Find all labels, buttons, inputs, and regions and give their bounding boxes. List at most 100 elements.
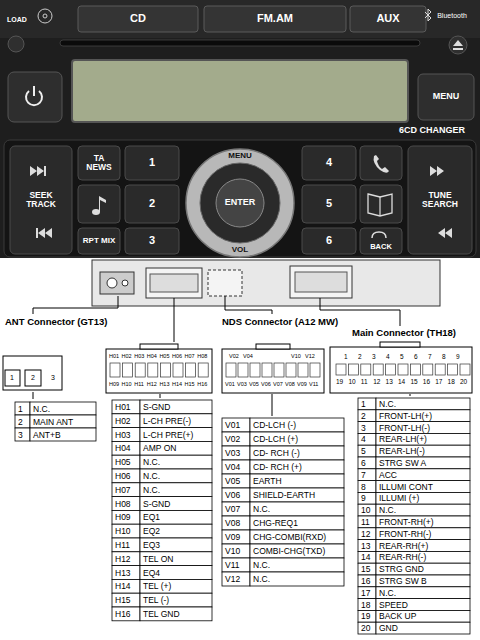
connector-strip	[146, 268, 202, 298]
button-label: 2	[149, 198, 155, 210]
power-button	[8, 72, 62, 122]
table-cell	[112, 483, 140, 497]
button-icon	[30, 166, 46, 176]
pin-number: V02	[229, 354, 239, 360]
table-cell	[376, 398, 470, 410]
eject-button	[449, 36, 467, 54]
power-button	[33, 86, 35, 96]
pin-id: H08	[115, 499, 131, 508]
table-cell	[222, 446, 250, 460]
pin-cell	[373, 364, 383, 375]
table-cell	[250, 460, 344, 474]
pin-signal: CD-LCH (+)	[253, 435, 298, 444]
pin-number: V12	[305, 354, 315, 360]
panel-button	[408, 146, 472, 254]
pin-cell	[198, 363, 208, 377]
table-cell	[140, 469, 212, 483]
pin-id: V07	[225, 505, 240, 514]
volume-knob	[186, 149, 294, 257]
pin-number: H13	[159, 382, 169, 388]
panel-button	[125, 185, 179, 223]
pin-number: H11	[134, 382, 144, 388]
leader-line	[33, 296, 118, 314]
table-cell	[112, 441, 140, 455]
pin-number: 7	[428, 354, 432, 361]
pin-number: H08	[197, 354, 207, 360]
pin-id: H02	[115, 416, 131, 425]
pin-id: H07	[115, 485, 131, 494]
pin-number: 1	[344, 354, 348, 361]
lcd-display	[72, 60, 408, 122]
table-cell	[358, 599, 376, 611]
button-icon	[372, 232, 386, 238]
button-label: 3	[149, 235, 155, 247]
connector-title: ANT Connector (GT13)	[5, 317, 107, 327]
table-cell	[112, 414, 140, 428]
pin-signal: N.C.	[253, 575, 270, 584]
table-cell	[250, 432, 344, 446]
table-cell	[222, 474, 250, 488]
panel-button	[125, 146, 179, 180]
button-icon	[379, 197, 380, 216]
pin-number: 3	[372, 354, 376, 361]
pin-id: H03	[115, 430, 131, 439]
button-label: RPT MIX	[80, 237, 118, 245]
load-button	[8, 36, 24, 52]
table-cell	[15, 415, 30, 428]
connector-outline	[25, 370, 41, 386]
cd-logo	[38, 9, 52, 23]
table-cell	[140, 607, 212, 621]
pin-signal: TEL ON	[143, 554, 173, 563]
pin-number: 3	[51, 374, 55, 381]
table-cell	[112, 510, 140, 524]
pin-number: H09	[109, 382, 119, 388]
pin-signal: MAIN ANT	[33, 417, 73, 426]
pin-id: 3	[18, 430, 23, 439]
radio-body	[60, 40, 420, 46]
connector-strip	[92, 260, 440, 306]
table-cell	[140, 455, 212, 469]
table-cell	[358, 504, 376, 516]
table-cell	[358, 445, 376, 457]
button-label: CD	[130, 13, 146, 25]
table-cell	[250, 516, 344, 530]
pin-cell	[274, 363, 284, 377]
leader-line	[160, 394, 161, 398]
pin-id: 14	[361, 553, 370, 562]
bluetooth-logo	[425, 9, 431, 21]
table-cell	[358, 551, 376, 563]
pin-number: 18	[448, 379, 455, 386]
pin-number: H14	[172, 382, 182, 388]
pin-id: 10	[361, 506, 370, 515]
pin-signal: N.C.	[253, 505, 270, 514]
panel-button	[78, 146, 120, 180]
table-cell	[112, 552, 140, 566]
pin-signal: N.C.	[379, 588, 396, 597]
pin-cell	[435, 364, 445, 375]
pin-id: V03	[225, 449, 240, 458]
pin-signal: N.C.	[143, 458, 160, 467]
pin-number: V07	[273, 382, 283, 388]
top-button	[78, 6, 198, 32]
table-cell	[140, 552, 212, 566]
pin-id: V05	[225, 477, 240, 486]
table-cell	[358, 469, 376, 481]
table-cell	[222, 558, 250, 572]
table-cell	[222, 516, 250, 530]
leader-line	[410, 394, 411, 396]
table-cell	[112, 593, 140, 607]
table-cell	[358, 528, 376, 540]
table-cell	[112, 428, 140, 442]
bluetooth-logo	[425, 9, 431, 21]
pin-cell	[410, 364, 420, 375]
table-cell	[250, 474, 344, 488]
pin-id: 1	[361, 399, 366, 408]
pin-number: H16	[197, 382, 207, 388]
pin-number: V09	[297, 382, 307, 388]
pin-signal: FRONT-LH(-)	[379, 423, 430, 432]
pin-number: H10	[122, 382, 132, 388]
table-cell	[140, 510, 212, 524]
table-cell	[140, 593, 212, 607]
pin-id: V06	[225, 491, 240, 500]
table-cell	[222, 432, 250, 446]
